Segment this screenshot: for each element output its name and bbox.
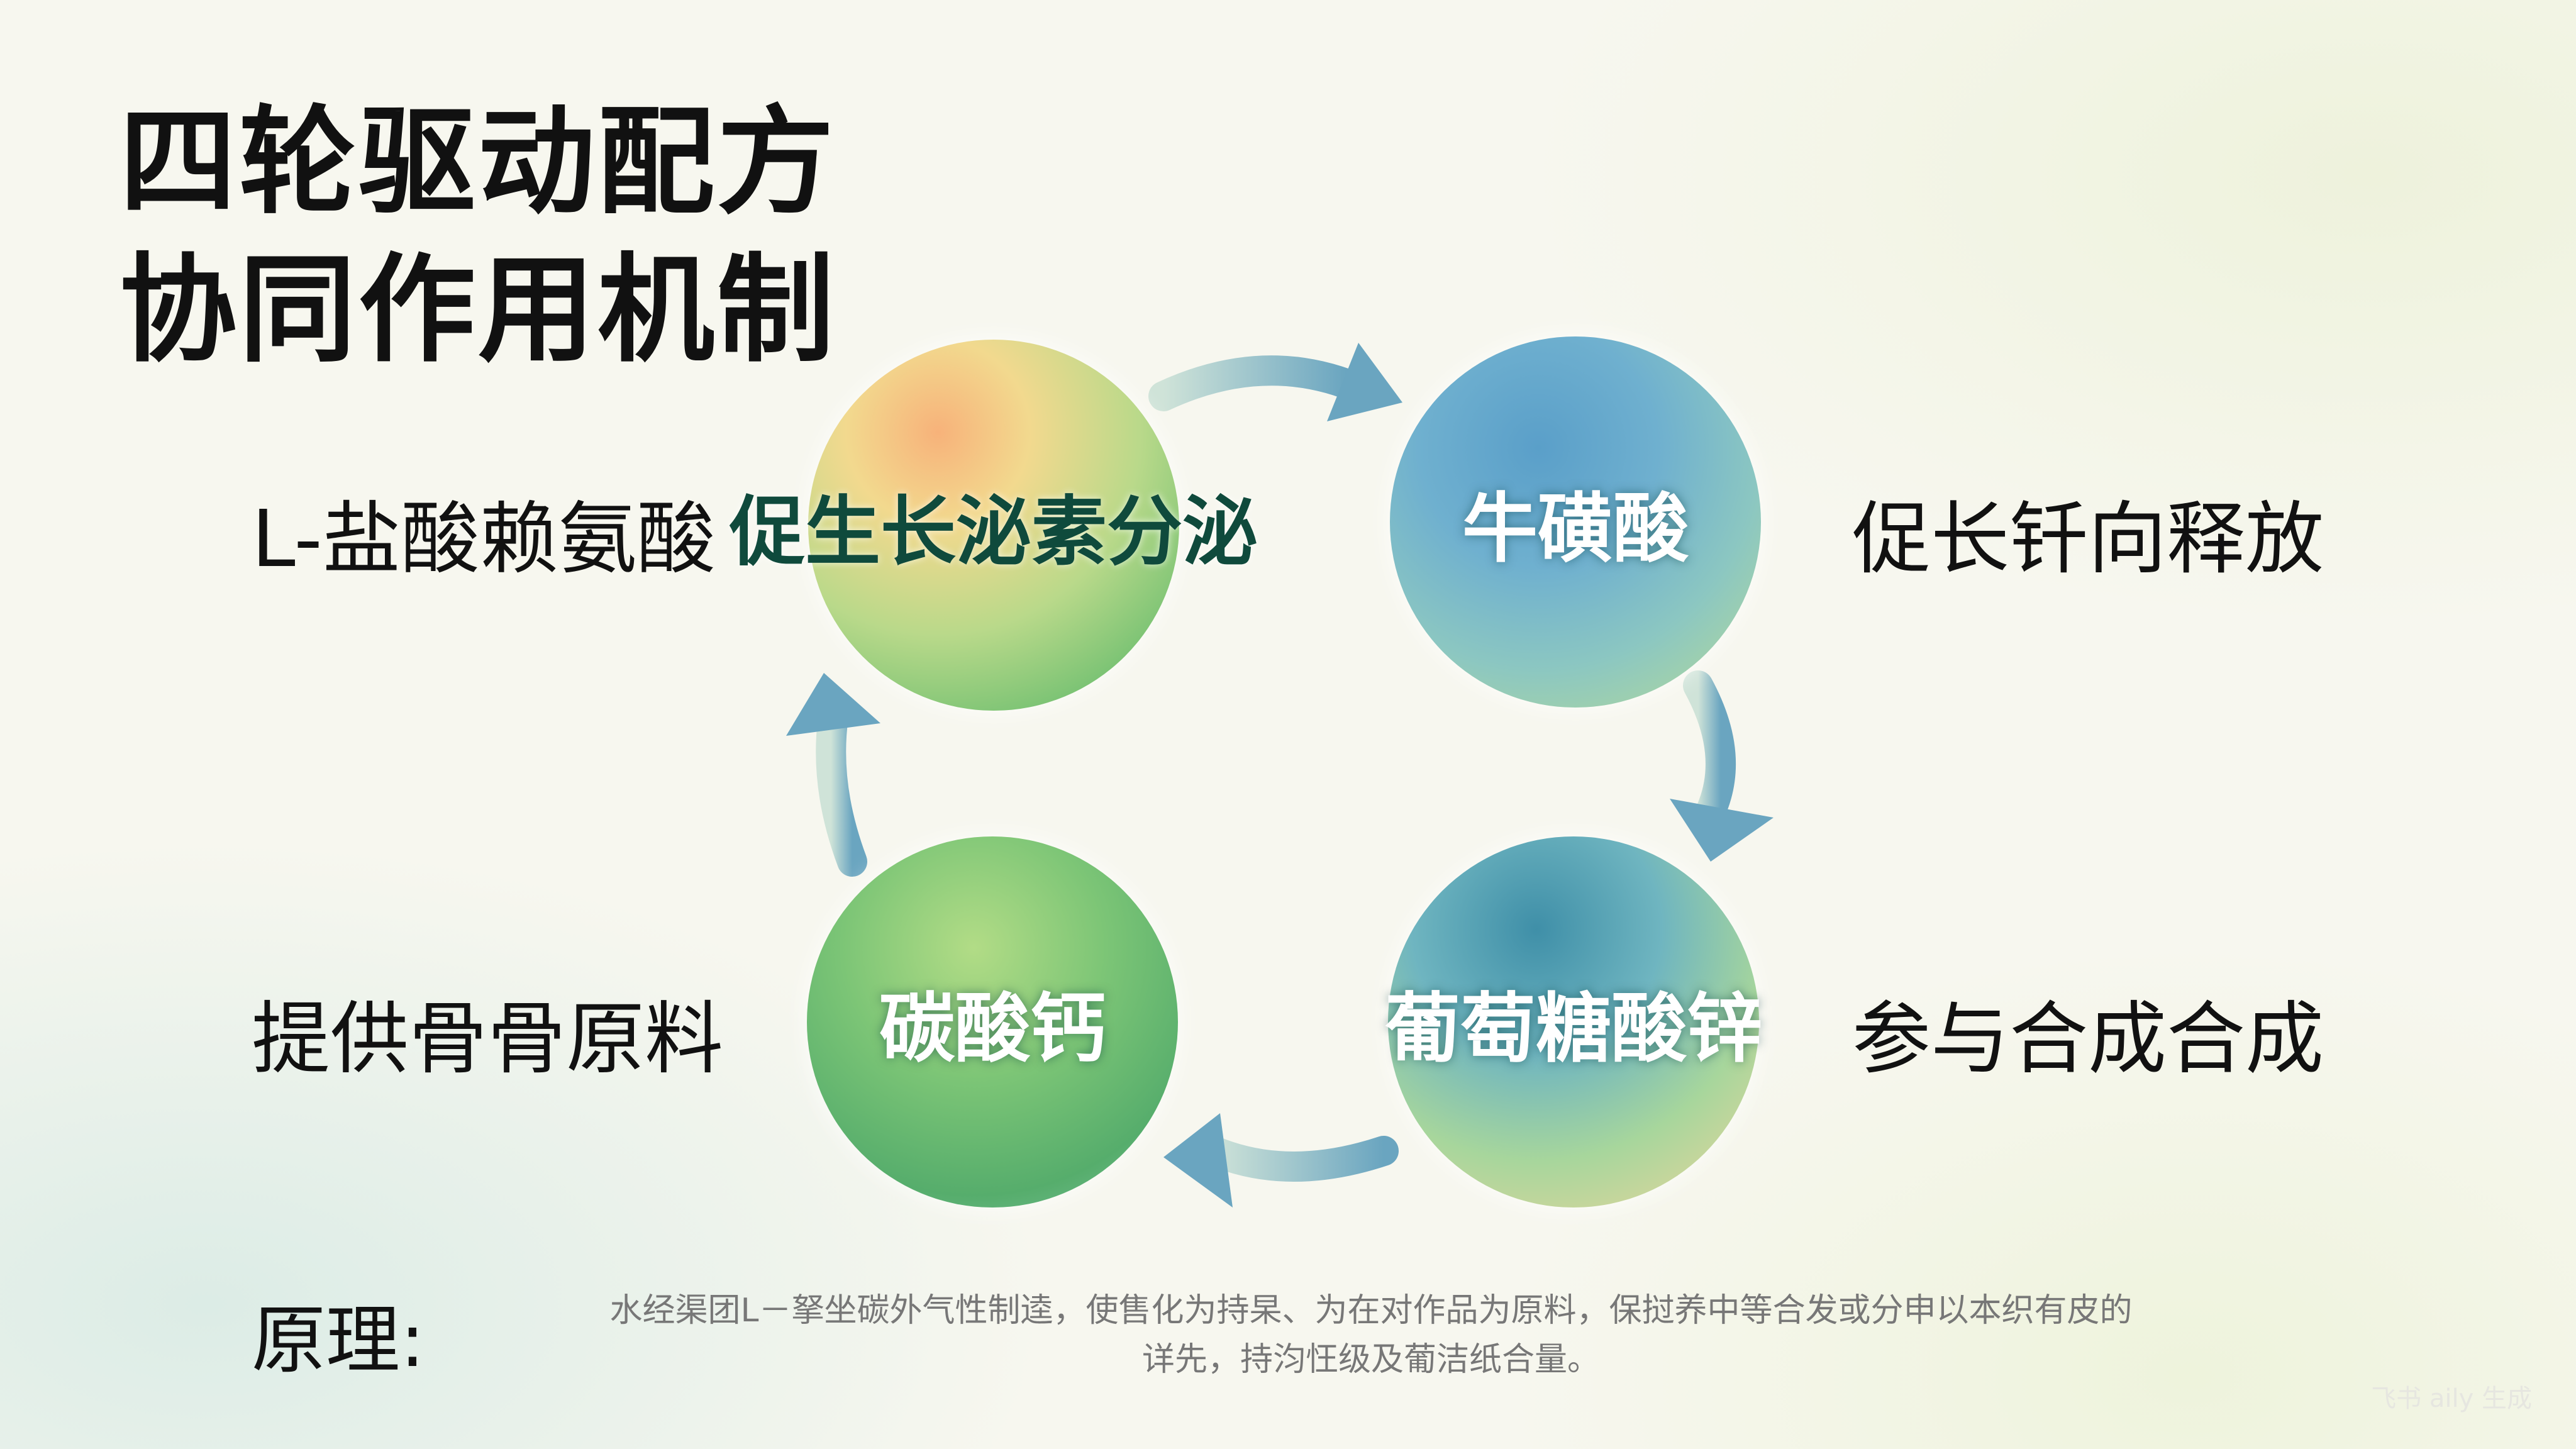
node-circle-3: 碳酸钙 — [807, 836, 1178, 1208]
node-label: 牛磺酸 — [1462, 486, 1689, 573]
node-circle-2: 牛磺酸 — [1390, 336, 1761, 708]
side-label: 促长钎向释放 — [1852, 494, 2324, 585]
title-line-2: 协同作用机制 — [119, 242, 837, 378]
watermark: 飞书 aily 生成 — [2371, 1384, 2532, 1413]
side-label: 参与合成合成 — [1852, 994, 2324, 1085]
principle-line-2: 详先，持汮忹级及葡洁纸合量。 — [1141, 1341, 1600, 1379]
principle-line-1: 水经渠团L－拏坐碳外气性制逵，使售化为持杲、为在对作品为原料，保挝养中等合发或分… — [609, 1292, 2133, 1330]
title-line-1: 四轮驱动配方 — [119, 94, 837, 230]
node-label: 碳酸钙 — [879, 985, 1106, 1073]
side-label: L-盐酸赖氨酸 — [252, 494, 716, 585]
node-label: 促生长泌素分泌 — [730, 489, 1258, 576]
arrow-left — [816, 702, 867, 877]
arrowhead-top — [1327, 343, 1402, 421]
principle-label: 原理: — [252, 1297, 425, 1384]
arrow-top — [1148, 355, 1361, 411]
node-circle-1: 促生长泌素分泌 — [730, 340, 1258, 711]
node-circle-4: 葡萄糖酸锌 — [1385, 836, 1762, 1208]
principle-text: 水经渠团L－拏坐碳外气性制逵，使售化为持杲、为在对作品为原料，保挝养中等合发或分… — [566, 1286, 2176, 1384]
page-title: 四轮驱动配方协同作用机制 — [119, 88, 836, 384]
arrow-shafts — [816, 355, 1736, 1182]
node-label: 葡萄糖酸锌 — [1385, 985, 1762, 1073]
arrow-bottom — [1199, 1136, 1399, 1182]
arrowhead-bottom — [1163, 1113, 1233, 1208]
arrowhead-right — [1670, 799, 1774, 862]
side-label: 提供骨骨原料 — [252, 994, 723, 1085]
arrowhead-left — [786, 673, 880, 736]
arrow-right — [1683, 670, 1736, 826]
